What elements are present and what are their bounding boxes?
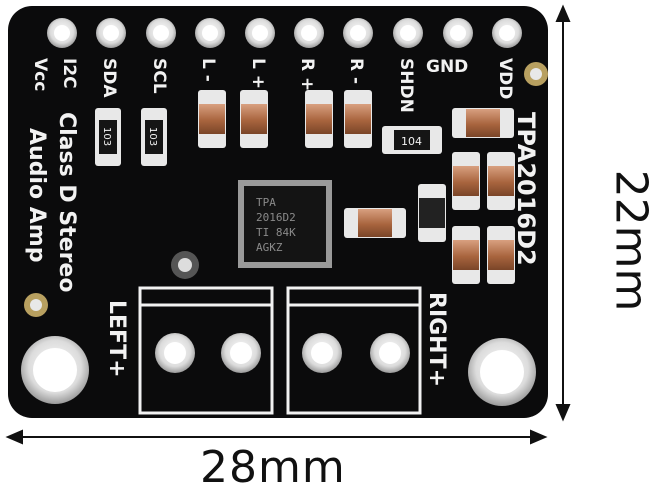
- svg-text:103: 103: [101, 127, 112, 146]
- resistor-r2: 103: [141, 108, 167, 166]
- capacitors: [198, 90, 515, 284]
- part-name: TPA2016D2: [512, 112, 540, 266]
- terminal-blocks: [138, 286, 422, 415]
- pin-label-shdn: SHDN: [396, 58, 416, 113]
- pin-label-i2c: I2C: [59, 58, 79, 89]
- svg-text:103: 103: [147, 127, 158, 146]
- pin-label-l-plus: L +: [248, 58, 268, 89]
- chip-marking-1: TPA: [256, 196, 276, 209]
- width-dimension: 28mm: [200, 442, 346, 493]
- pin-label-vdd: VDD: [495, 58, 515, 99]
- pin-label-gnd: GND: [426, 57, 468, 77]
- pin-label-scl: SCL: [149, 58, 169, 94]
- resistor-r3: 104: [382, 126, 442, 154]
- pin-label-sda: SDA: [99, 58, 119, 98]
- pin-label-r-plus: R +: [297, 58, 317, 91]
- width-arrow: [5, 429, 548, 445]
- svg-text:104: 104: [401, 135, 422, 148]
- terminal-label-left: LEFT+: [104, 300, 129, 378]
- terminal-label-right: RIGHT+: [424, 292, 449, 387]
- mounting-holes: [21, 62, 548, 406]
- height-dimension: 22mm: [605, 169, 656, 312]
- chip-marking-3: TI 84K: [256, 226, 296, 239]
- height-arrow: [555, 4, 571, 422]
- board-title-line2: Audio Amp: [24, 128, 49, 262]
- header-pins: [47, 18, 522, 48]
- terminal-holes: [155, 333, 410, 373]
- amplifier-chip: TPA 2016D2 TI 84K AGKZ: [238, 180, 332, 268]
- resistor-r1: 103: [95, 108, 121, 166]
- board-title-line1: Class D Stereo: [54, 112, 79, 292]
- pin-label-l-minus: L -: [198, 58, 218, 82]
- board-photo: Vcc I2C SDA SCL L - L + R + R - SHDN GND…: [5, 4, 571, 445]
- chip-marking-4: AGKZ: [256, 241, 283, 254]
- pin-label-vcc: Vcc: [30, 58, 50, 91]
- chip-marking-2: 2016D2: [256, 211, 296, 224]
- pin-label-r-minus: R -: [346, 58, 366, 84]
